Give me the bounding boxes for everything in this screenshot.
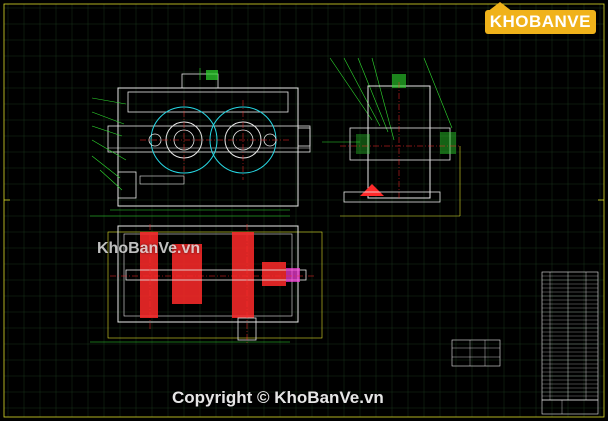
- front-view: [91, 68, 311, 211]
- parts-list-table: [541, 271, 599, 401]
- copyright-text: Copyright © KhoBanVe.vn: [172, 388, 384, 407]
- background-grid: [4, 4, 604, 417]
- side-view: [322, 57, 461, 217]
- title-block: [541, 399, 599, 415]
- watermark: KhoBanVe.vn: [97, 240, 201, 257]
- drawing-frame: [3, 3, 605, 418]
- house-icon: [486, 2, 513, 12]
- logo-text: KHOBANVE: [484, 10, 596, 34]
- technical-characteristics-table: [451, 339, 501, 367]
- section-view: [90, 215, 323, 344]
- khobanve-logo: KHOBANVE: [484, 2, 596, 34]
